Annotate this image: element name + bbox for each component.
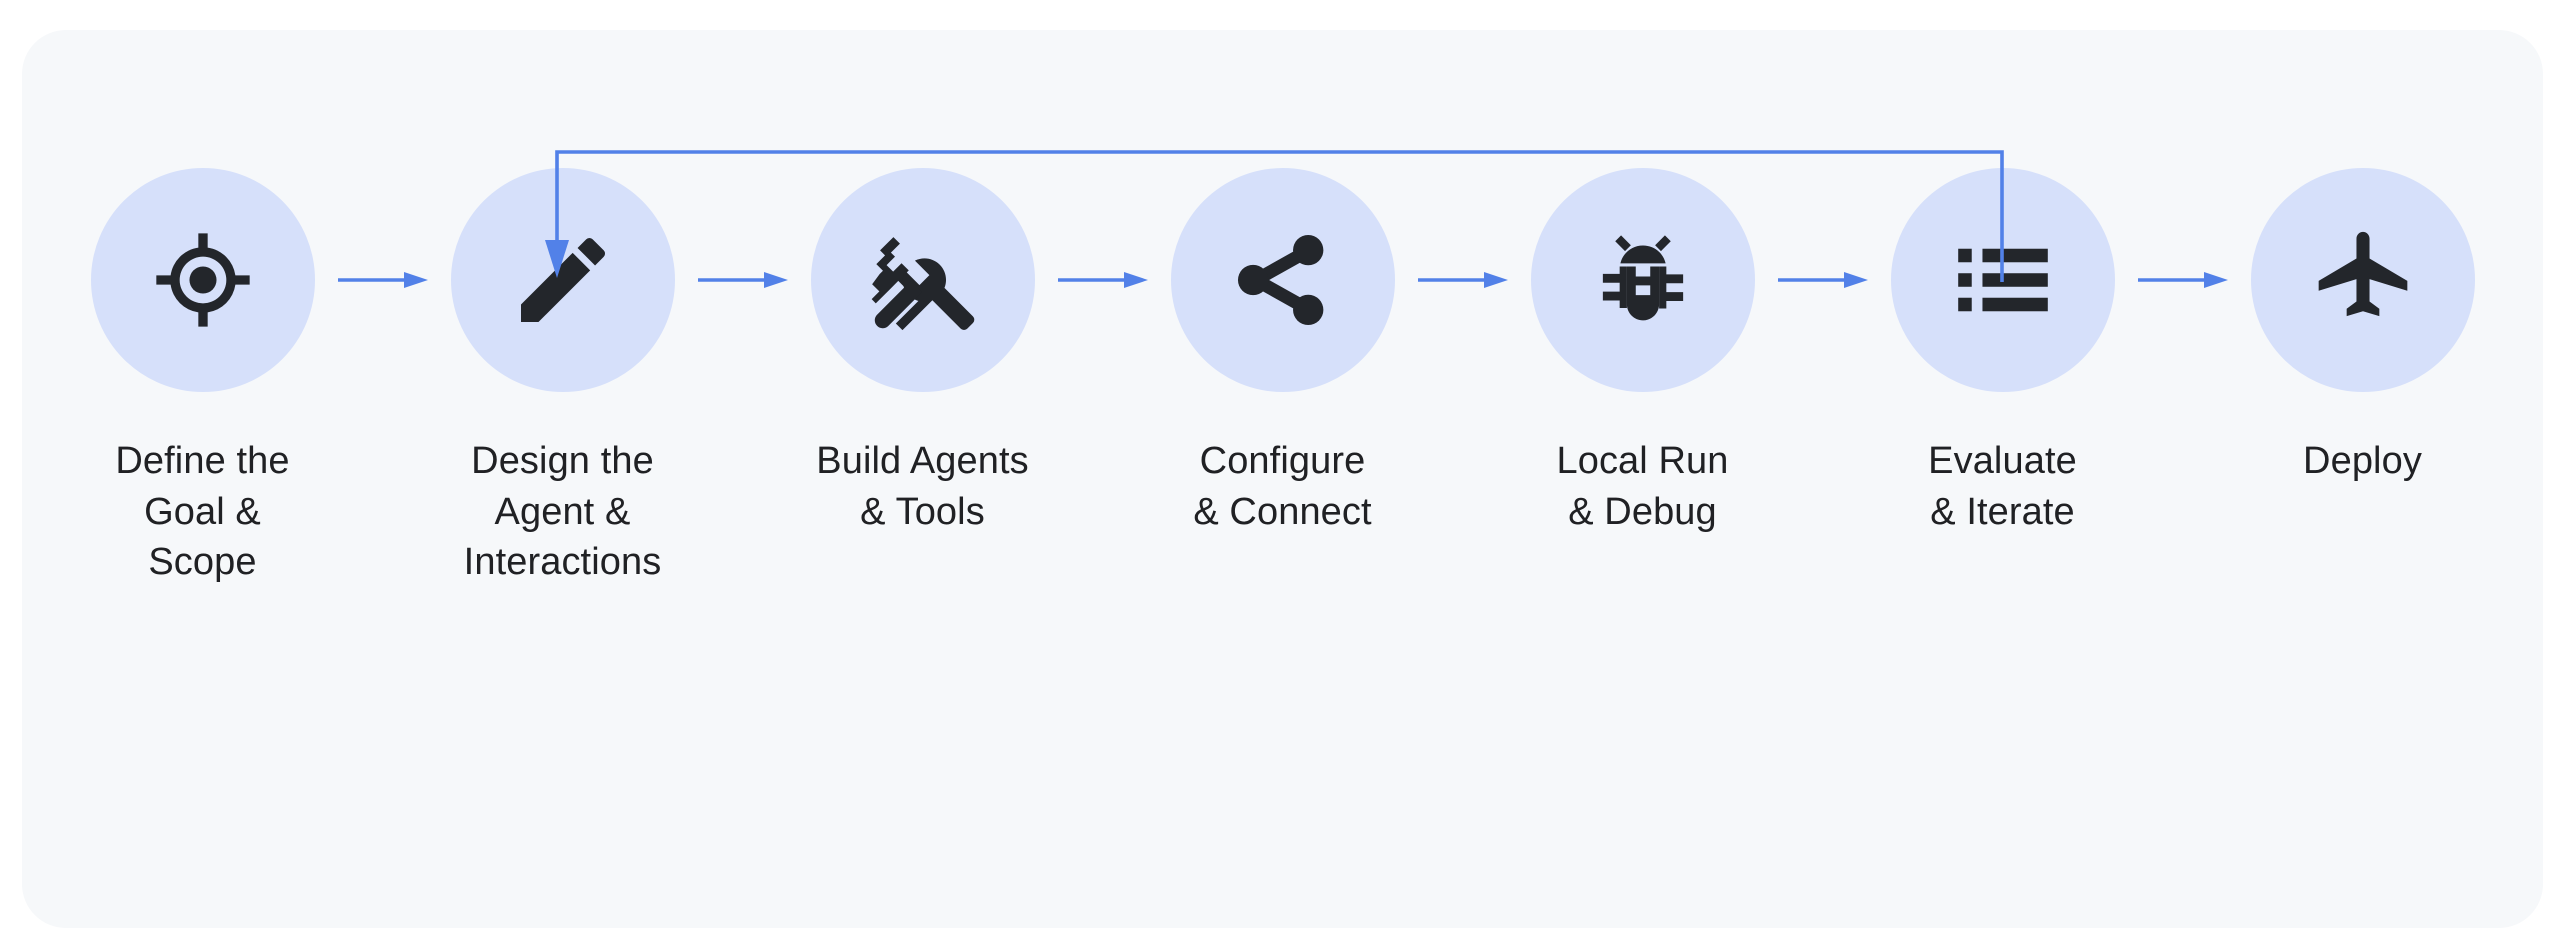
connector-1: [337, 168, 428, 392]
step-label: Build Agents & Tools: [816, 440, 1029, 533]
connector-3: [1057, 168, 1148, 392]
arrow-right-icon: [1777, 272, 1868, 288]
step-icon-circle[interactable]: [810, 168, 1035, 392]
step-label: Define the Goal & Scope: [115, 440, 290, 584]
arrow-right-icon: [1057, 272, 1148, 288]
step-label: Configure & Connect: [1193, 440, 1372, 533]
workflow-step-evaluate-iterate[interactable]: Evaluate & Iterate: [1868, 168, 2138, 537]
workflow-step-deploy[interactable]: Deploy: [2228, 168, 2498, 487]
workflow-step-design-agent-interactions[interactable]: Design the Agent & Interactions: [428, 168, 698, 588]
arrow-right-icon: [2137, 272, 2228, 288]
step-icon-circle[interactable]: [1890, 168, 2115, 392]
step-icon-circle[interactable]: [90, 168, 315, 392]
workflow-step-build-agents-tools[interactable]: Build Agents & Tools: [788, 168, 1058, 537]
workflow-flow-row: Define the Goal & Scope Design the Agent…: [22, 30, 2543, 928]
workflow-step-define-goal-scope[interactable]: Define the Goal & Scope: [68, 168, 338, 588]
workflow-step-local-run-debug[interactable]: Local Run & Debug: [1508, 168, 1778, 537]
connector-2: [697, 168, 788, 392]
connector-6: [2137, 168, 2228, 392]
step-label: Design the Agent & Interactions: [463, 440, 662, 584]
arrow-right-icon: [1417, 272, 1508, 288]
connector-5: [1777, 168, 1868, 392]
airplane-icon: [2307, 224, 2419, 336]
arrow-right-icon: [337, 272, 428, 288]
target-icon: [147, 224, 259, 336]
bug-icon: [1587, 224, 1699, 336]
share-network-icon: [1227, 224, 1339, 336]
step-label: Local Run & Debug: [1556, 440, 1729, 533]
pencil-icon: [507, 224, 619, 336]
list-icon: [1947, 224, 2059, 336]
hammer-wrench-icon: [867, 224, 979, 336]
connector-4: [1417, 168, 1508, 392]
step-label: Deploy: [2303, 440, 2422, 482]
step-icon-circle[interactable]: [1530, 168, 1755, 392]
step-icon-circle[interactable]: [450, 168, 675, 392]
workflow-step-configure-connect[interactable]: Configure & Connect: [1148, 168, 1418, 537]
step-icon-circle[interactable]: [2250, 168, 2475, 392]
arrow-right-icon: [697, 272, 788, 288]
step-label: Evaluate & Iterate: [1928, 440, 2077, 533]
step-icon-circle[interactable]: [1170, 168, 1395, 392]
